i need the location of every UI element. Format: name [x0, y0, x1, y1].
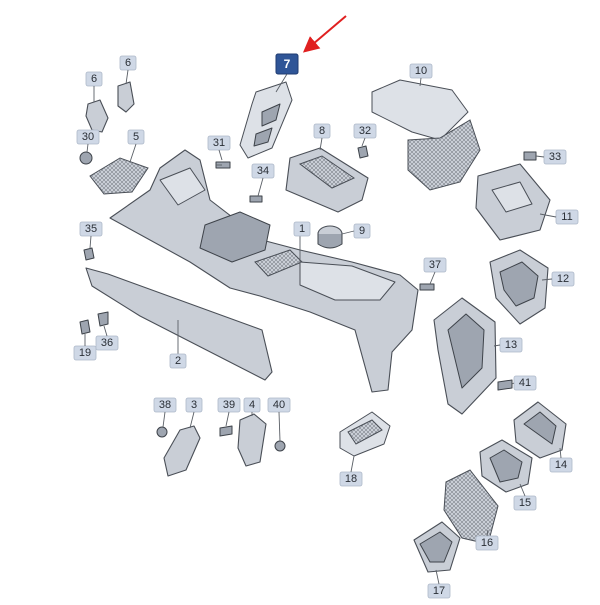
callout-10[interactable]: 10	[409, 63, 433, 79]
clip-19-part	[79, 319, 91, 335]
svg-text:18: 18	[345, 473, 357, 485]
nut-40-part	[274, 440, 286, 452]
callout-6a[interactable]: 6	[85, 71, 103, 87]
callout-33[interactable]: 33	[543, 149, 567, 165]
svg-text:11: 11	[561, 211, 572, 223]
screw-39-part	[219, 425, 233, 437]
svg-text:19: 19	[79, 347, 91, 359]
callout-9[interactable]: 9	[353, 223, 371, 239]
callout-3[interactable]: 3	[185, 397, 203, 413]
svg-text:6: 6	[125, 57, 131, 69]
callout-40[interactable]: 40	[267, 397, 291, 413]
callout-31[interactable]: 31	[207, 135, 231, 151]
svg-text:10: 10	[415, 65, 427, 77]
callout-36[interactable]: 36	[95, 335, 119, 351]
highlight-arrow	[302, 15, 347, 53]
callout-5[interactable]: 5	[127, 129, 145, 145]
svg-text:38: 38	[159, 399, 171, 411]
svg-text:39: 39	[223, 399, 235, 411]
callout-38[interactable]: 38	[153, 397, 177, 413]
screw-41-part	[497, 379, 513, 391]
svg-text:37: 37	[429, 259, 441, 271]
armrest-lid-part	[371, 79, 469, 141]
callout-37[interactable]: 37	[423, 257, 447, 273]
svg-text:17: 17	[433, 585, 445, 597]
callout-34[interactable]: 34	[251, 163, 275, 179]
screw-36-part	[97, 311, 109, 327]
callout-11[interactable]: 11	[555, 209, 579, 225]
callout-1[interactable]: 1	[293, 221, 311, 237]
svg-text:1: 1	[299, 223, 305, 235]
callout-13[interactable]: 13	[499, 337, 523, 353]
callout-30[interactable]: 30	[76, 129, 100, 145]
nut-30-part	[79, 151, 93, 165]
bracket-3-part	[163, 425, 201, 477]
callout-41[interactable]: 41	[513, 375, 537, 391]
svg-text:5: 5	[133, 131, 139, 143]
screw-31-part	[215, 161, 231, 169]
screw-33-part	[523, 151, 537, 161]
svg-text:35: 35	[85, 223, 97, 235]
svg-text:9: 9	[359, 225, 365, 237]
svg-text:3: 3	[191, 399, 197, 411]
svg-text:12: 12	[557, 273, 569, 285]
svg-text:15: 15	[519, 497, 531, 509]
svg-text:34: 34	[257, 165, 269, 177]
side-trim-panel-part	[85, 267, 273, 381]
callout-18[interactable]: 18	[339, 471, 363, 487]
callout-4[interactable]: 4	[243, 397, 261, 413]
svg-text:4: 4	[249, 399, 255, 411]
clip-6a-part	[85, 99, 109, 133]
leader-lines	[84, 69, 562, 585]
svg-text:36: 36	[101, 337, 113, 349]
svg-text:32: 32	[359, 125, 371, 137]
armrest-hinge-part	[407, 119, 481, 191]
svg-text:14: 14	[555, 459, 567, 471]
callout-17[interactable]: 17	[427, 583, 451, 599]
clip-6b-part	[117, 81, 135, 113]
screw-34-part	[249, 195, 263, 203]
callout-2[interactable]: 2	[169, 353, 187, 369]
callout-32[interactable]: 32	[353, 123, 377, 139]
svg-text:8: 8	[319, 125, 325, 137]
console-cupholder-recess	[199, 211, 271, 263]
svg-text:33: 33	[549, 151, 561, 163]
bracket-4-part	[237, 413, 267, 467]
svg-text:13: 13	[505, 339, 517, 351]
callout-15[interactable]: 15	[513, 495, 537, 511]
callout-7-highlighted[interactable]: 7	[275, 53, 299, 75]
console-rear-section	[299, 261, 396, 301]
svg-text:7: 7	[284, 57, 291, 71]
callout-39[interactable]: 39	[217, 397, 241, 413]
svg-text:31: 31	[213, 137, 225, 149]
svg-text:16: 16	[481, 537, 493, 549]
clip-32-part	[357, 145, 369, 159]
svg-text:6: 6	[91, 73, 97, 85]
nut-38-part	[156, 426, 168, 438]
svg-text:40: 40	[273, 399, 285, 411]
screw-37-part	[419, 283, 435, 291]
svg-text:2: 2	[175, 355, 181, 367]
svg-text:41: 41	[519, 377, 531, 389]
callout-12[interactable]: 12	[551, 271, 575, 287]
clip-35-part	[83, 247, 95, 261]
grille-cover-part	[89, 157, 149, 195]
callout-6b[interactable]: 6	[119, 55, 137, 71]
callout-19[interactable]: 19	[73, 345, 97, 361]
callout-14[interactable]: 14	[549, 457, 573, 473]
svg-text:30: 30	[82, 131, 94, 143]
callout-35[interactable]: 35	[79, 221, 103, 237]
callout-8[interactable]: 8	[313, 123, 331, 139]
console-storage-opening	[159, 167, 206, 206]
callout-16[interactable]: 16	[475, 535, 499, 551]
